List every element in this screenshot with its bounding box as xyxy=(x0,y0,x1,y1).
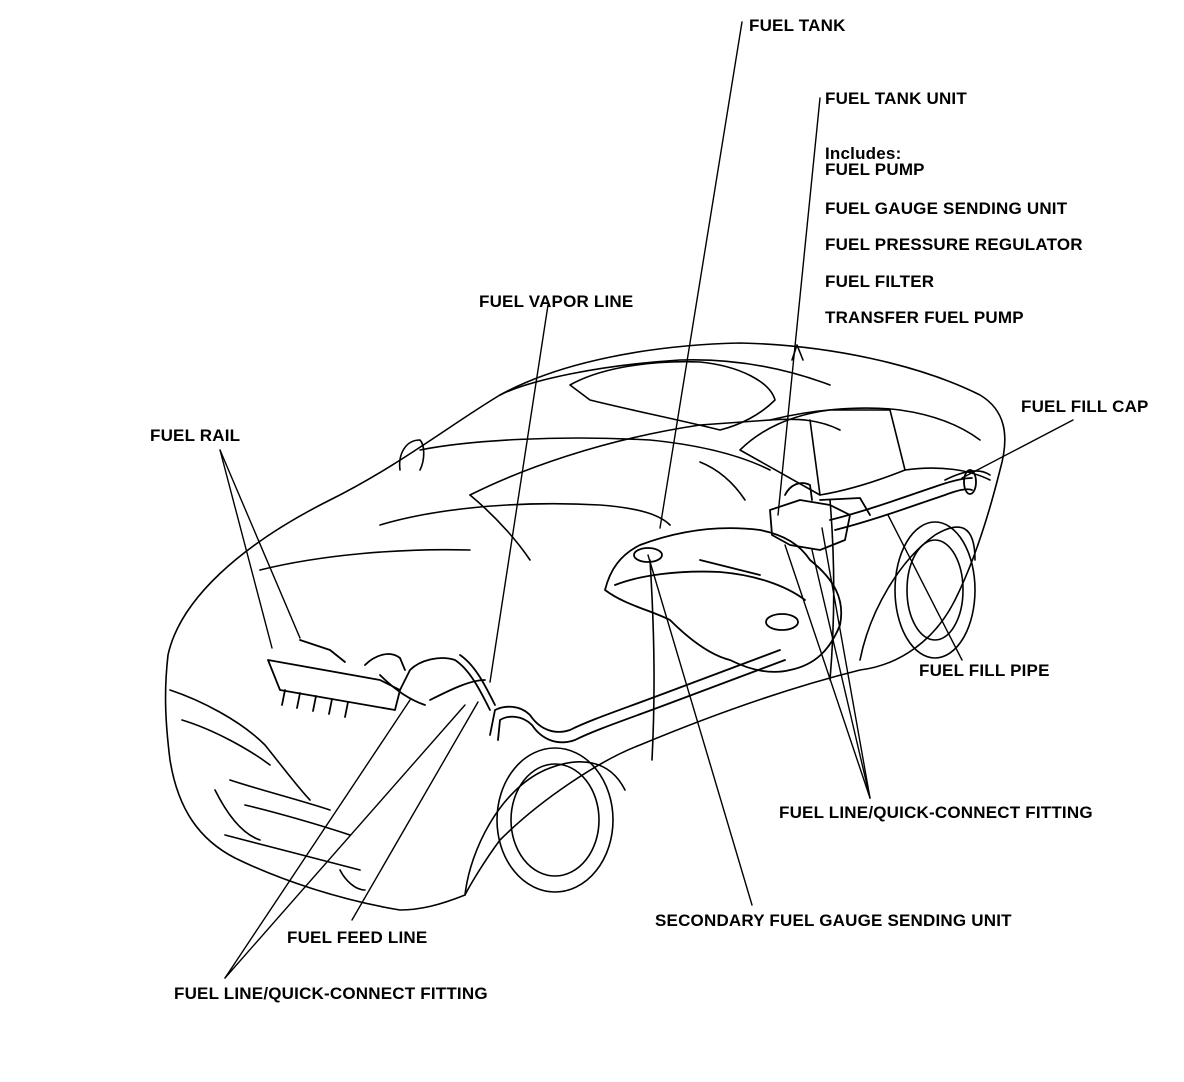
label-fuel-vapor-line: FUEL VAPOR LINE xyxy=(479,292,634,311)
fuel-system-components xyxy=(267,469,977,744)
label-fuel-line-quick-connect-left: FUEL LINE/QUICK-CONNECT FITTING xyxy=(174,984,488,1003)
label-fuel-pressure-regulator: FUEL PRESSURE REGULATOR xyxy=(825,235,1083,254)
label-fuel-line-quick-connect-right: FUEL LINE/QUICK-CONNECT FITTING xyxy=(779,803,1093,822)
label-fuel-feed-line: FUEL FEED LINE xyxy=(287,928,428,947)
label-fuel-fill-pipe: FUEL FILL PIPE xyxy=(919,661,1050,680)
label-fuel-filter: FUEL FILTER xyxy=(825,272,935,291)
label-fuel-tank-unit: FUEL TANK UNIT xyxy=(825,89,967,108)
label-transfer-fuel-pump: TRANSFER FUEL PUMP xyxy=(825,308,1024,327)
label-fuel-gauge-sending-unit: FUEL GAUGE SENDING UNIT xyxy=(825,199,1068,218)
leader-lines xyxy=(219,21,1074,979)
label-fuel-pump: FUEL PUMP xyxy=(825,160,925,179)
label-fuel-fill-cap: FUEL FILL CAP xyxy=(1021,397,1149,416)
label-fuel-tank: FUEL TANK xyxy=(749,16,846,35)
car-body-outline xyxy=(164,342,1006,911)
label-secondary-fuel-gauge-sending-unit: SECONDARY FUEL GAUGE SENDING UNIT xyxy=(655,911,1012,930)
label-fuel-rail: FUEL RAIL xyxy=(150,426,241,445)
label-includes: Includes: xyxy=(825,144,902,163)
